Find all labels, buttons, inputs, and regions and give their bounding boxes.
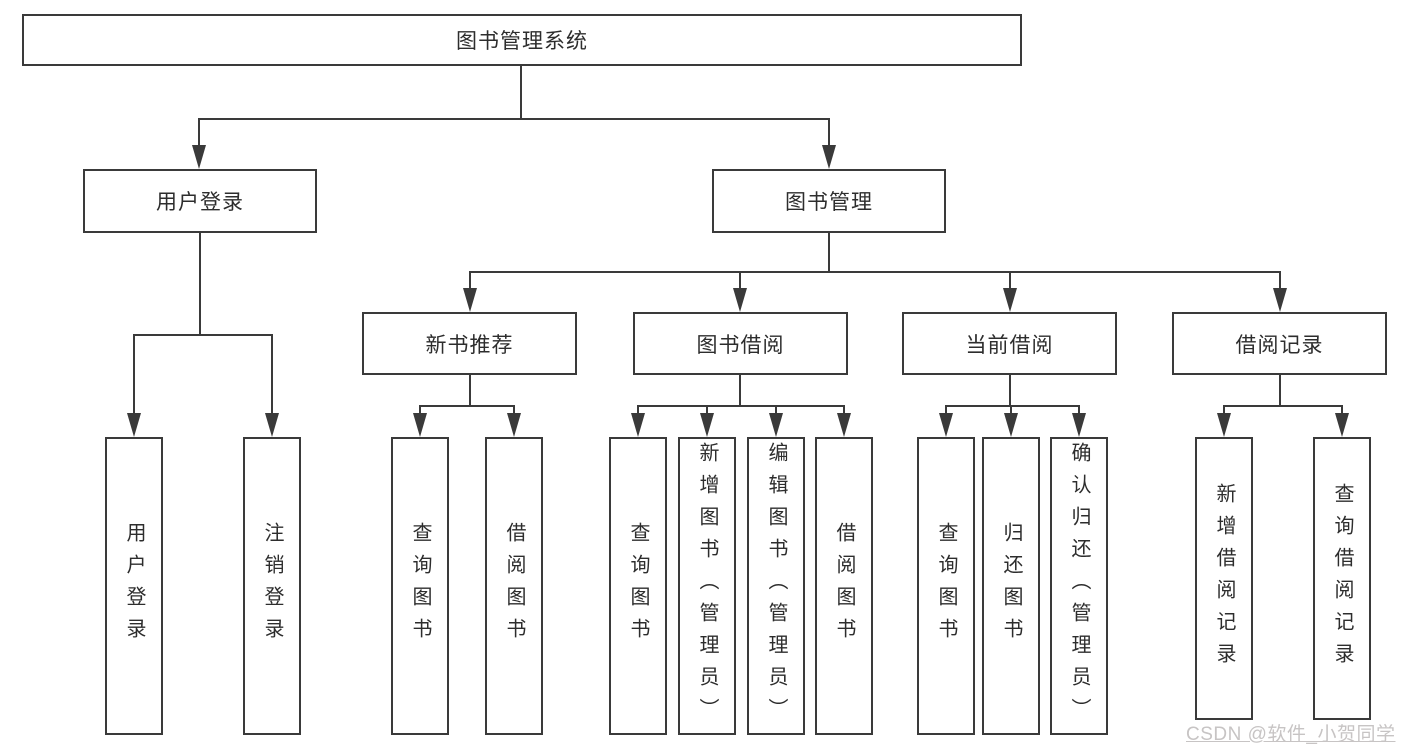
node-label: 查询借阅记录 <box>1331 482 1353 675</box>
leaf-add-borrow-record: 新增借阅记录 <box>1195 437 1253 720</box>
leaf-return-book: 归还图书 <box>982 437 1040 735</box>
node-label: 用户登录 <box>123 522 145 650</box>
leaf-query-books-3: 查询图书 <box>917 437 975 735</box>
node-book-borrowing: 图书借阅 <box>633 312 848 375</box>
leaf-logout: 注销登录 <box>243 437 301 735</box>
node-label: 注销登录 <box>261 522 283 650</box>
node-label: 归还图书 <box>1000 522 1022 650</box>
node-label: 确认归还（管理员） <box>1068 442 1090 730</box>
node-label: 新增图书（管理员） <box>696 442 718 730</box>
leaf-confirm-return-admin: 确认归还（管理员） <box>1050 437 1108 735</box>
node-label: 查询图书 <box>627 522 649 650</box>
node-label: 查询图书 <box>935 522 957 650</box>
leaf-query-books-2: 查询图书 <box>609 437 667 735</box>
node-library-management-system: 图书管理系统 <box>22 14 1022 66</box>
leaf-borrow-books-2: 借阅图书 <box>815 437 873 735</box>
node-user-login: 用户登录 <box>83 169 317 233</box>
leaf-user-login: 用户登录 <box>105 437 163 735</box>
node-label: 查询图书 <box>409 522 431 650</box>
leaf-query-borrow-record: 查询借阅记录 <box>1313 437 1371 720</box>
leaf-query-books-1: 查询图书 <box>391 437 449 735</box>
node-current-borrowing: 当前借阅 <box>902 312 1117 375</box>
leaf-add-book-admin: 新增图书（管理员） <box>678 437 736 735</box>
node-label: 新增借阅记录 <box>1213 482 1235 675</box>
node-borrowing-records: 借阅记录 <box>1172 312 1387 375</box>
node-book-management: 图书管理 <box>712 169 946 233</box>
csdn-watermark: CSDN @软件_小贺同学 <box>1186 724 1396 745</box>
node-label: 借阅图书 <box>503 522 525 650</box>
node-label: 借阅图书 <box>833 522 855 650</box>
node-label: 编辑图书（管理员） <box>765 442 787 730</box>
leaf-borrow-books-1: 借阅图书 <box>485 437 543 735</box>
node-new-book-recommend: 新书推荐 <box>362 312 577 375</box>
leaf-edit-book-admin: 编辑图书（管理员） <box>747 437 805 735</box>
